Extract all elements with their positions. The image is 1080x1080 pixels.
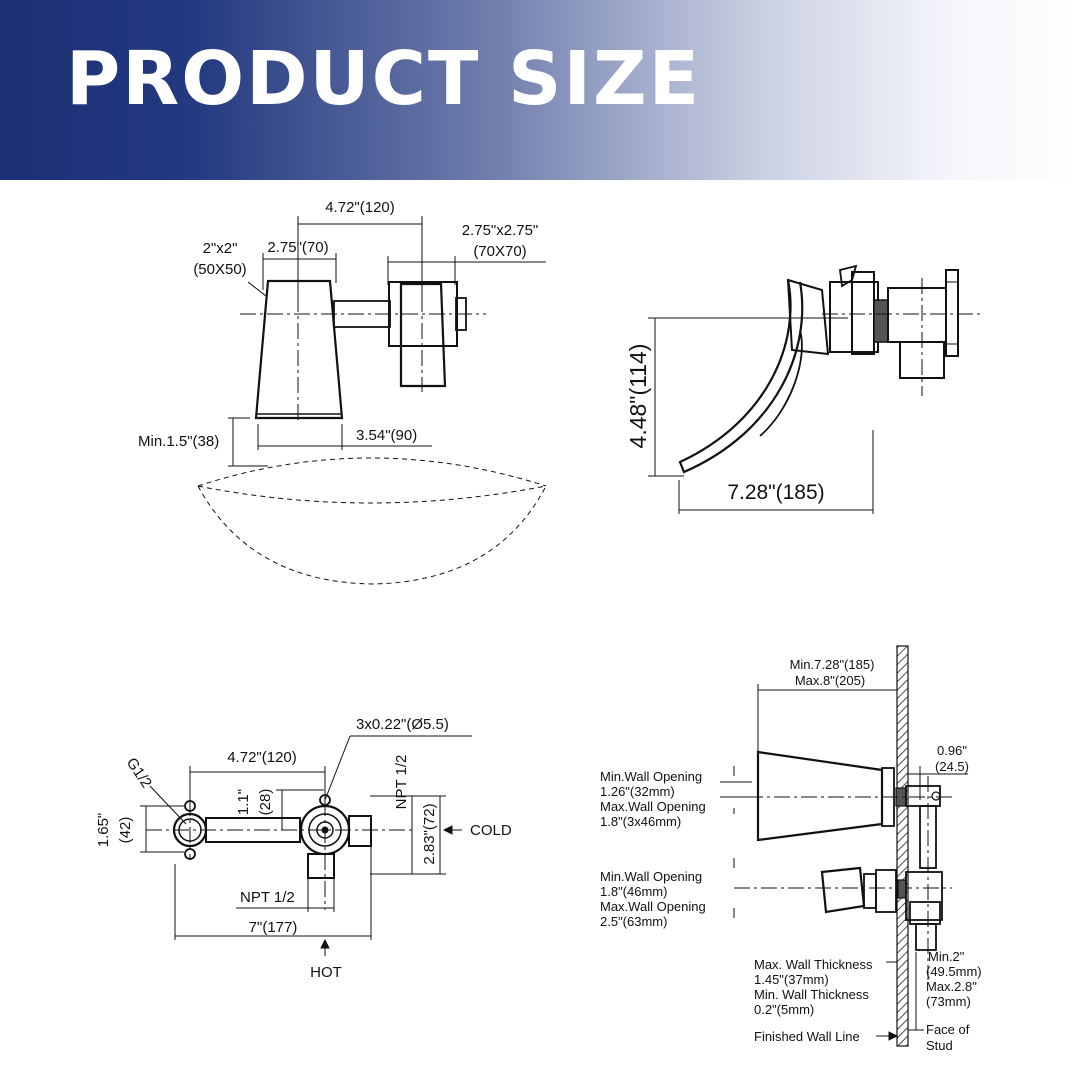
- side-view: [648, 264, 984, 514]
- spout-width-label: 2.75"(70): [267, 239, 328, 256]
- spout-open-min-label: Min.Wall Opening: [600, 769, 702, 784]
- npt-right-label: NPT 1/2: [393, 755, 410, 810]
- handle-open-min-label: Min.Wall Opening: [600, 869, 702, 884]
- spout-open-min-value: 1.26"(32mm): [600, 784, 675, 799]
- front-view: [197, 216, 547, 585]
- stud-max-label: Max.2.8": [926, 979, 977, 994]
- install-depth-mm-label: (24.5): [935, 759, 969, 774]
- face-of-label: Face of: [926, 1022, 970, 1037]
- side-reach-label: 7.28"(185): [727, 481, 824, 504]
- wall-max-label: Max. Wall Thickness: [754, 957, 873, 972]
- spout-open-max-value: 1.8"(3x46mm): [600, 814, 681, 829]
- thread-label: G1/2: [123, 755, 155, 791]
- handle-open-min-value: 1.8"(46mm): [600, 884, 667, 899]
- spout-open-max-label: Max.Wall Opening: [600, 799, 706, 814]
- valve-view: [140, 735, 472, 956]
- header-banner: PRODUCT SIZE: [0, 0, 1080, 180]
- valve-width-label: 7"(177): [249, 919, 298, 936]
- spout-size-mm-label: (50X50): [193, 261, 246, 278]
- stud-min-mm-label: (49.5mm): [926, 964, 982, 979]
- finished-wall-label: Finished Wall Line: [754, 1029, 860, 1044]
- install-depth-label: 0.96": [937, 743, 967, 758]
- reach-min-label: Min.7.28"(185): [790, 657, 875, 672]
- left-height-mm-label: (42): [117, 817, 134, 844]
- handle-open-max-value: 2.5"(63mm): [600, 914, 667, 929]
- offset-label: 1.1": [235, 789, 252, 815]
- spout-size-label: 2"x2": [203, 240, 238, 257]
- wall-max-value: 1.45"(37mm): [754, 972, 829, 987]
- cold-label: COLD: [470, 822, 512, 839]
- install-view: [720, 645, 968, 1047]
- stud-label: Stud: [926, 1038, 953, 1053]
- page-title: PRODUCT SIZE: [66, 36, 702, 122]
- wall-min-label: Min. Wall Thickness: [754, 987, 869, 1002]
- hot-label: HOT: [310, 964, 342, 981]
- min-height-label: Min.1.5"(38): [138, 433, 219, 450]
- handle-size-mm-label: (70X70): [473, 243, 526, 260]
- offset-mm-label: (28): [257, 789, 274, 816]
- reach-max-label: Max.8"(205): [795, 673, 865, 688]
- npt-bottom-label: NPT 1/2: [240, 889, 295, 906]
- handle-open-max-label: Max.Wall Opening: [600, 899, 706, 914]
- wall-min-value: 0.2"(5mm): [754, 1002, 814, 1017]
- projection-label: 3.54"(90): [356, 427, 417, 444]
- front-spacing-label: 4.72"(120): [325, 199, 395, 216]
- left-height-label: 1.65": [95, 813, 112, 848]
- handle-size-label: 2.75"x2.75": [462, 222, 539, 239]
- valve-spacing-label: 4.72"(120): [227, 749, 297, 766]
- stud-min-label: Min.2": [928, 949, 965, 964]
- side-height-label: 4.48"(114): [625, 344, 651, 449]
- depth-label: 2.83"(72): [421, 803, 438, 864]
- stud-max-mm-label: (73mm): [926, 994, 971, 1009]
- holes-label: 3x0.22"(Ø5.5): [356, 716, 449, 733]
